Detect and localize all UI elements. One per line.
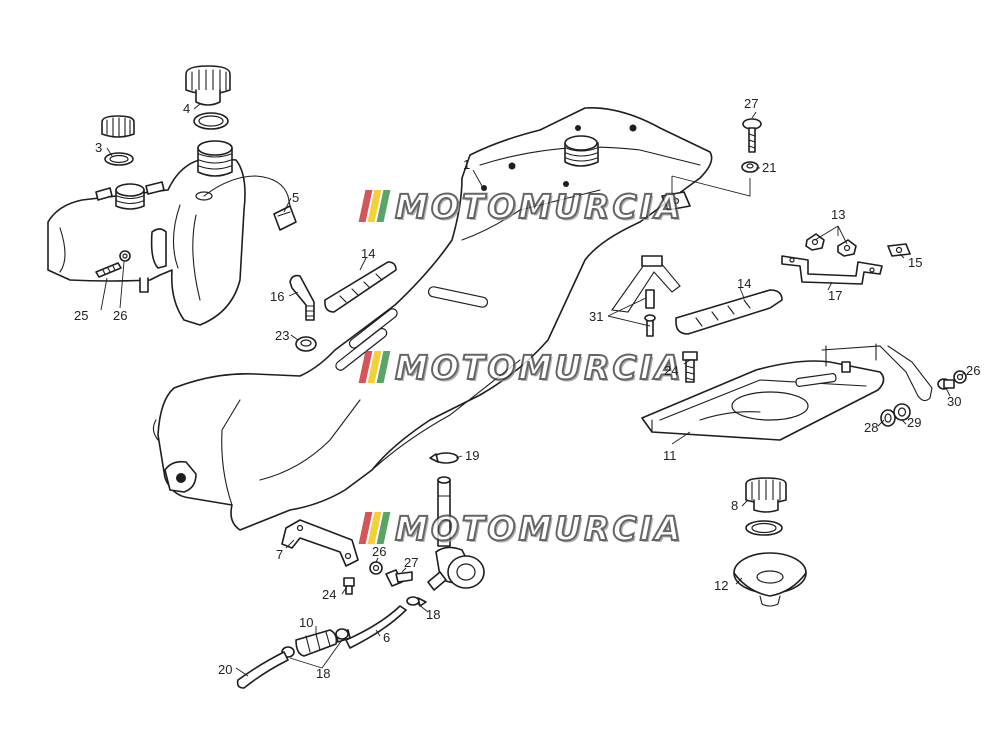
callout-17: 17 [828, 288, 843, 303]
callout-26-right: 26 [966, 363, 981, 378]
bracket-14-right [675, 289, 783, 335]
bracket-7 [281, 519, 359, 567]
callout-5: 5 [292, 190, 300, 205]
washer-26-left [119, 250, 131, 262]
watermark-middle: MOTOMURCIA [358, 347, 684, 388]
callout-13: 13 [831, 207, 846, 222]
hose-clip-18-bottom [281, 628, 349, 658]
watermark-text: MOTOMURCIA [394, 347, 684, 388]
callout-7: 7 [276, 547, 284, 562]
watermark-text: MOTOMURCIA [394, 186, 684, 227]
flag-stripes [358, 190, 391, 222]
callout-26-left: 26 [113, 308, 128, 323]
fuel-tap [427, 476, 485, 591]
bolt-24-right [682, 351, 698, 383]
hose-16 [289, 274, 315, 321]
carrier-plate-11 [641, 343, 933, 441]
bracket-14-left [324, 261, 397, 313]
leader-21-27 [671, 175, 751, 197]
hose-clamp-19 [429, 452, 459, 464]
main-frame-tank [152, 107, 713, 531]
watermark-text: MOTOMURCIA [394, 508, 684, 549]
bolt-30 [937, 378, 955, 390]
washer-26-centre [369, 561, 383, 575]
watermark-top: MOTOMURCIA [358, 186, 684, 227]
washer-26-right [953, 370, 967, 384]
leader-lines [100, 103, 965, 677]
flag-stripes [358, 512, 391, 544]
callout-4: 4 [183, 101, 191, 116]
callout-1: 1 [463, 157, 471, 172]
bracket-17 [781, 255, 883, 285]
bolt-24-centre [343, 577, 355, 595]
bracket-rod-31 [611, 255, 681, 337]
callout-27-top: 27 [744, 96, 759, 111]
callout-27-centre: 27 [404, 555, 419, 570]
callout-3: 3 [95, 140, 103, 155]
callout-14-right: 14 [737, 276, 752, 291]
callout-30: 30 [947, 394, 962, 409]
callout-26-centre: 26 [372, 544, 387, 559]
callout-29: 29 [907, 415, 922, 430]
callout-19: 19 [465, 448, 480, 463]
callout-20: 20 [218, 662, 233, 677]
hose-clip-18-right [406, 596, 427, 607]
bolt-27-centre [385, 569, 413, 587]
watermark-bottom: MOTOMURCIA [358, 508, 684, 549]
plate-15 [887, 243, 911, 257]
callout-8: 8 [731, 498, 739, 513]
callout-25: 25 [74, 308, 89, 323]
washer-21 [741, 161, 759, 173]
nut-23 [295, 336, 317, 352]
callout-15: 15 [908, 255, 923, 270]
callout-10: 10 [299, 615, 314, 630]
callout-16: 16 [270, 289, 285, 304]
fuel-hose-20 [236, 651, 289, 689]
screw-27-top [742, 118, 762, 153]
callout-14-left: 14 [361, 246, 376, 261]
callout-18-right: 18 [426, 607, 441, 622]
callout-31: 31 [589, 309, 604, 324]
flag-stripes [358, 351, 391, 383]
secondary-tank-assembly [47, 140, 246, 326]
bush-28 [880, 409, 896, 427]
callout-11: 11 [663, 448, 677, 463]
drain-funnel-12 [733, 552, 807, 607]
level-sensor-wire-5 [203, 175, 297, 231]
callout-28: 28 [864, 420, 879, 435]
callout-21: 21 [762, 160, 777, 175]
callout-18-bottom: 18 [316, 666, 331, 681]
screw-25 [95, 262, 122, 278]
callout-23: 23 [275, 328, 290, 343]
callout-6: 6 [383, 630, 391, 645]
small-cap-3 [101, 115, 135, 166]
callout-24-centre: 24 [322, 587, 337, 602]
nuts-13 [805, 233, 857, 257]
callout-12: 12 [714, 578, 729, 593]
tank-cap-8 [745, 477, 787, 536]
fuel-hose-6 [345, 605, 407, 649]
tank-cap-4 [185, 65, 231, 130]
callout-24-right: 24 [664, 363, 679, 378]
